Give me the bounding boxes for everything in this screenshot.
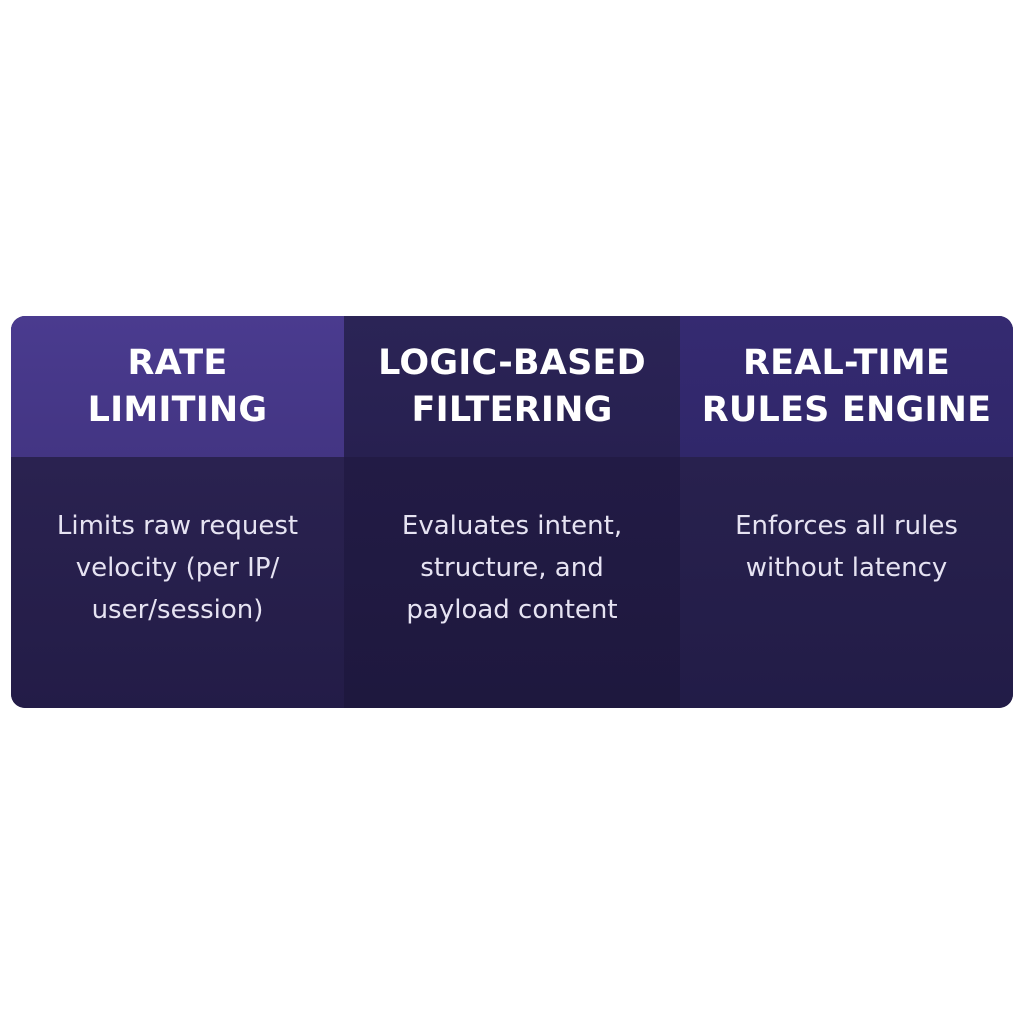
column-title: RATE LIMITING <box>87 342 268 430</box>
column-body: Evaluates intent, structure, and payload… <box>344 457 680 708</box>
column-logic-based-filtering: LOGIC-BASED FILTERING Evaluates intent, … <box>344 316 680 708</box>
column-title: LOGIC-BASED FILTERING <box>378 342 646 430</box>
column-description: Enforces all rules without latency <box>735 511 958 583</box>
column-description: Evaluates intent, structure, and payload… <box>401 511 623 625</box>
column-real-time-rules-engine: REAL-TIME RULES ENGINE Enforces all rule… <box>680 316 1013 708</box>
column-title: REAL-TIME RULES ENGINE <box>701 342 992 430</box>
column-body: Enforces all rules without latency <box>680 457 1013 708</box>
column-header: RATE LIMITING <box>11 316 344 457</box>
column-header: LOGIC-BASED FILTERING <box>344 316 680 457</box>
column-rate-limiting: RATE LIMITING Limits raw request velocit… <box>11 316 344 708</box>
feature-comparison-card: RATE LIMITING Limits raw request velocit… <box>11 316 1013 708</box>
column-description: Limits raw request velocity (per IP/ use… <box>56 511 299 625</box>
column-header: REAL-TIME RULES ENGINE <box>680 316 1013 457</box>
column-body: Limits raw request velocity (per IP/ use… <box>11 457 344 708</box>
